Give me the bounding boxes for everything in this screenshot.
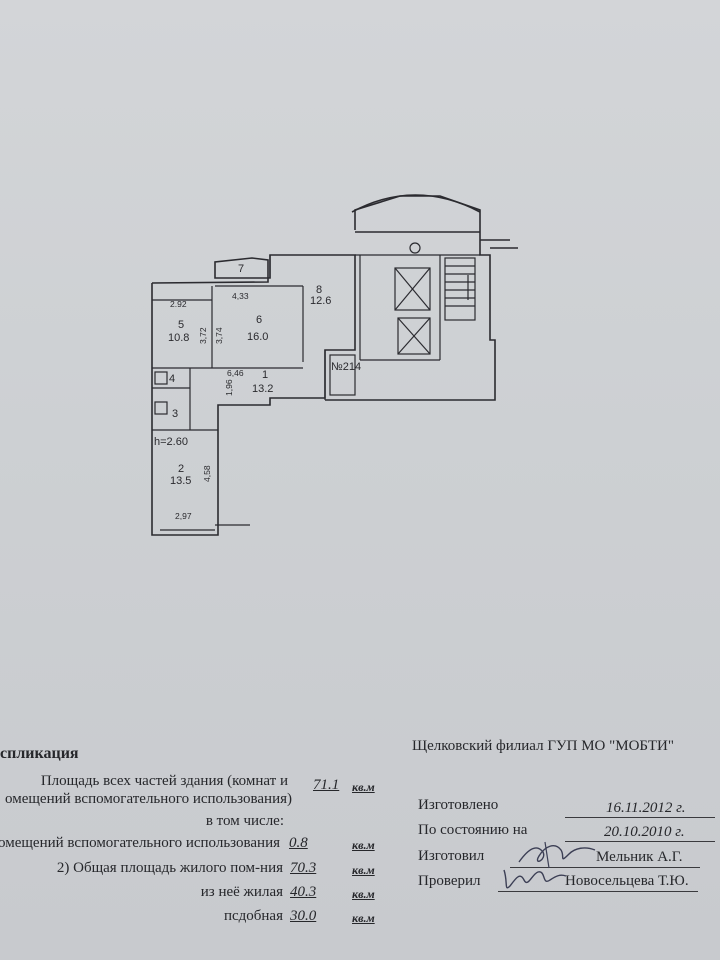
state-date: 20.10.2010 г. [604,824,685,840]
unit-label: кв.м [352,887,375,901]
room-area: 16.0 [247,331,268,343]
explication-line: омещений вспомогательного использования [0,835,280,851]
unit-label: кв.м [352,863,375,877]
living-value: 40.3 [290,884,317,900]
explication-line: Площадь всех частей здания (комнат и [40,773,288,789]
dimension-label: 2,97 [175,511,192,521]
explication-line: в том числе: [205,813,284,829]
plan-vestibule [329,354,356,396]
room-area: 12.6 [310,295,331,307]
elevator-cross [394,267,431,311]
dimension-label: 4,58 [202,465,212,482]
made-by-label: Изготовил [418,848,485,864]
plan-fixture [154,371,168,385]
explication-line: 2) Общая площадь жилого пом-ния [56,860,283,876]
aux-room-value: 30.0 [290,908,317,924]
unit-label: кв.м [352,780,375,794]
plan-outer-wall [151,254,356,536]
room-area: 10.8 [168,332,189,344]
dimension-label: 4,33 [232,291,249,301]
made-date-line [565,817,715,818]
plan-balcony-arc [351,194,481,213]
checked-label: Проверил [418,873,481,889]
room-number: 3 [172,408,178,420]
explication-line: омещений вспомогательного использования) [5,791,292,807]
room-number: 7 [238,263,244,275]
apartment-number: №214 [331,361,361,373]
made-date: 16.11.2012 г. [606,800,686,816]
floor-plan: 5 10.8 6 16.0 7 8 12.6 1 13.2 4 3 2 13.5… [151,194,518,536]
stair-block [444,257,476,321]
made-label: Изготовлено [418,797,499,813]
explication-line: из неё жилая [200,884,283,900]
signature-novoseltseva [503,869,567,889]
explication-line: пс­добная [223,908,283,924]
dimension-label: 2.92 [170,299,187,309]
room-number: 2 [178,463,184,475]
checked-by-name: Новосельцева Т.Ю. [565,873,689,889]
made-by-name: Мельник А.Г. [596,849,683,865]
room-number: 4 [169,373,175,385]
dimension-label: 1,96 [224,379,234,396]
room-number: 1 [262,369,268,381]
checked-by-line [498,891,698,892]
room-number: 8 [316,284,322,296]
room-number: 6 [256,314,262,326]
total-living-value: 70.3 [290,860,317,876]
plan-fixture [409,242,421,254]
explication-title: спликация [0,745,79,762]
elevator-shaft [397,317,431,355]
room-area: 13.5 [170,475,191,487]
stair-steps [445,265,475,307]
aux-area-value: 0.8 [289,835,308,851]
elevator-cross [397,317,431,355]
plan-fixture [154,401,168,415]
ceiling-height: h=2.60 [154,436,188,448]
dimension-label: 3,72 [198,327,208,344]
total-area-value: 71.1 [313,777,340,793]
unit-label: кв.м [352,838,375,852]
room-area: 13.2 [252,383,273,395]
made-by-line [510,867,700,868]
dimension-label: 3,74 [214,327,224,344]
signature-melnik [518,841,596,869]
state-date-line [565,841,715,842]
dimension-label: 6,46 [227,368,244,378]
state-label: По состоянию на [418,822,528,838]
organization-name: Щелковский филиал ГУП МО "МОБТИ" [412,738,674,754]
elevator-shaft [394,267,431,311]
unit-label: кв.м [352,911,375,925]
room-number: 5 [178,319,184,331]
